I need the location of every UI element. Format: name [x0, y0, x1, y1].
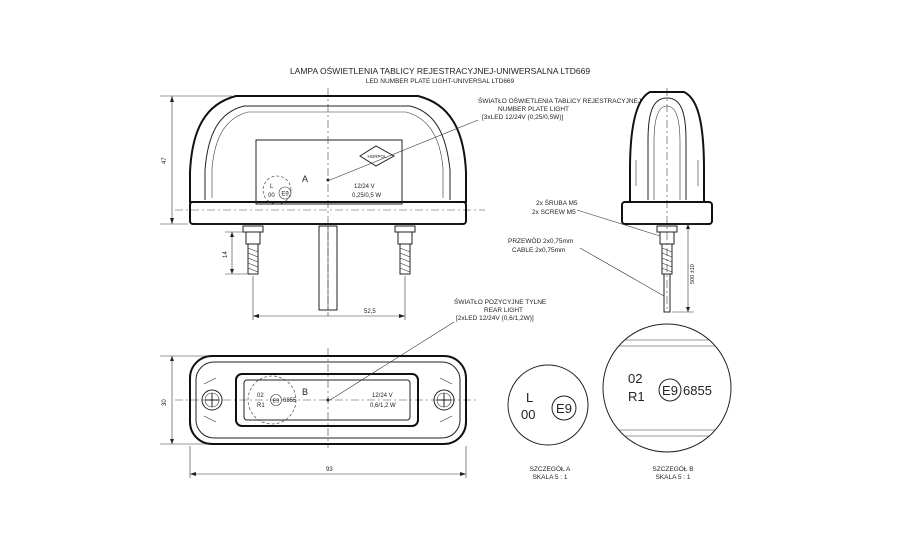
left-screw-head — [201, 377, 223, 423]
bottom-watt: 0,6/1,2 W — [370, 403, 396, 409]
svg-text:PRZEWÓD 2x0,75mm: PRZEWÓD 2x0,75mm — [508, 236, 573, 245]
dim-width: 93 — [326, 467, 333, 473]
bottom-view: 02 R1 E9 6855 B 12/24 V 0,6/1,2 W 30 93 — [160, 348, 478, 478]
front-watt: 0,25/0,5 W — [352, 193, 381, 199]
svg-text:HORPOL: HORPOL — [367, 154, 387, 159]
detail-a-marker: A — [302, 174, 308, 184]
title-line-1: LAMPA OŚWIETLENIA TABLICY REJESTRACYJNEJ… — [290, 65, 590, 76]
svg-text:NUMBER PLATE LIGHT: NUMBER PLATE LIGHT — [498, 106, 569, 113]
svg-text:2x ŚRUBA M5: 2x ŚRUBA M5 — [536, 198, 578, 207]
callout-screw: 2x ŚRUBA M5 2x SCREW M5 — [532, 198, 661, 237]
svg-text:[2xLED 12/24V (0,6/1,2W)]: [2xLED 12/24V (0,6/1,2W)] — [456, 315, 534, 322]
callout-plate-light: ŚWIATŁO OŚWIETLENIA TABLICY REJESTRACYJN… — [329, 96, 641, 181]
detail-a: L 00 E9 SZCZEGÓŁ A SKALA 5 : 1 — [507, 364, 589, 481]
horpol-logo: HORPOL — [359, 145, 396, 167]
dim-height: 47 — [162, 157, 168, 164]
detail-b: 02 R1 E9 6855 SZCZEGÓŁ B SKALA 5 : 1 — [602, 323, 732, 481]
dim-depth: 30 — [162, 399, 168, 406]
svg-text:ŚWIATŁO OŚWIETLENIA TABLICY RE: ŚWIATŁO OŚWIETLENIA TABLICY REJESTRACYJN… — [478, 96, 641, 105]
svg-text:ŚWIATŁO POZYCYJNE TYLNE: ŚWIATŁO POZYCYJNE TYLNE — [454, 297, 547, 306]
callout-rear-light: ŚWIATŁO POZYCYJNE TYLNE REAR LIGHT [2xLE… — [329, 297, 547, 401]
title-line-2: LED NUMBER PLATE LIGHT-UNIVERSAL LTD669 — [366, 78, 515, 85]
detail-b-scale: SKALA 5 : 1 — [655, 474, 690, 481]
detail-a-l: L — [526, 390, 533, 405]
detail-a-00: 00 — [521, 407, 535, 422]
svg-text:REAR LIGHT: REAR LIGHT — [484, 307, 523, 314]
svg-text:CABLE 2x0,75mm: CABLE 2x0,75mm — [512, 247, 565, 254]
bottom-r1: R1 — [257, 403, 265, 409]
detail-b-02: 02 — [628, 371, 642, 386]
dim-stud: 14 — [223, 251, 229, 258]
bottom-volt: 12/24 V — [372, 393, 393, 399]
side-view: 500 ±10 — [621, 88, 713, 313]
front-00-code: 00 — [268, 193, 275, 199]
detail-a-caption: SZCZEGÓŁ A — [530, 464, 571, 473]
front-volt: 12/24 V — [354, 184, 375, 190]
dim-cable: 500 ±10 — [690, 264, 696, 284]
callout-cable: PRZEWÓD 2x0,75mm CABLE 2x0,75mm — [508, 236, 665, 297]
bottom-approval: 6855 — [283, 398, 297, 404]
detail-b-r1: R1 — [628, 389, 645, 404]
svg-text:2x SCREW M5: 2x SCREW M5 — [532, 209, 576, 216]
front-l-code: L — [270, 184, 274, 190]
detail-b-number: 6855 — [683, 383, 712, 398]
right-screw-head — [433, 377, 455, 423]
svg-text:[3xLED 12/24V (0,25/0,5W)]: [3xLED 12/24V (0,25/0,5W)] — [482, 114, 563, 121]
detail-a-scale: SKALA 5 : 1 — [532, 474, 567, 481]
detail-b-caption: SZCZEGÓŁ B — [652, 464, 693, 473]
front-view: HORPOL A L 00 E9 12/24 V 0,25/0,5 W — [160, 88, 485, 320]
detail-b-e: E9 — [662, 383, 678, 398]
left-stud — [242, 225, 264, 275]
detail-a-e: E9 — [556, 401, 572, 416]
bottom-e-mark: E9 — [273, 399, 280, 405]
front-e-mark: E9 — [281, 192, 289, 198]
right-stud — [394, 225, 416, 275]
detail-b-marker: B — [302, 387, 308, 397]
bottom-02: 02 — [257, 393, 264, 399]
dim-spacing: 52,5 — [364, 309, 376, 315]
